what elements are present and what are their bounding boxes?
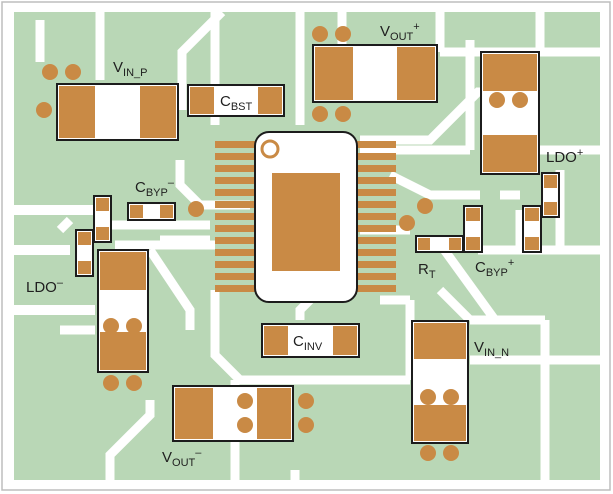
label-vout-minus: VOUT– <box>162 447 202 469</box>
component-ldo-plus-cap <box>480 51 540 175</box>
label-ldo-minus: LDO– <box>26 277 64 296</box>
component-vout-minus <box>172 385 314 442</box>
ic-pins-left <box>215 141 260 292</box>
routing-traces <box>14 8 600 480</box>
component-ldo-minus-b <box>75 229 94 277</box>
ic-package <box>254 131 358 303</box>
component-c-byp-plus-a <box>463 205 483 253</box>
label-vin-n: VIN_N <box>474 339 509 359</box>
label-ldo-plus: LDO+ <box>546 147 583 166</box>
component-ldo-minus-a <box>93 195 112 243</box>
label-vout-plus: VOUT+ <box>380 21 420 43</box>
component-vin-n <box>411 320 469 461</box>
component-ldo-minus-cap <box>97 249 149 391</box>
component-c-byp-plus-b <box>522 205 542 253</box>
label-c-byp-plus: CBYP+ <box>475 257 514 279</box>
component-r-t <box>415 235 464 253</box>
component-vin-p <box>36 64 179 141</box>
component-c-bst <box>187 84 285 117</box>
label-c-byp-minus: CBYP– <box>135 177 175 199</box>
ic-pins-right <box>350 141 396 292</box>
via-left <box>188 201 204 217</box>
via-right-b <box>399 215 415 231</box>
label-c-bst: CBST <box>220 93 253 113</box>
via-right-a <box>417 198 433 214</box>
label-r-t: RT <box>418 261 436 281</box>
component-c-inv <box>261 323 360 358</box>
ic-pin1-marker <box>260 139 280 159</box>
component-vout-plus <box>312 26 438 122</box>
ic-exposed-pad <box>272 173 340 271</box>
component-c-byp-minus <box>127 202 176 221</box>
label-c-inv: CINV <box>293 333 323 353</box>
component-ldo-plus <box>541 172 560 218</box>
label-vin-p: VIN_P <box>113 59 147 79</box>
